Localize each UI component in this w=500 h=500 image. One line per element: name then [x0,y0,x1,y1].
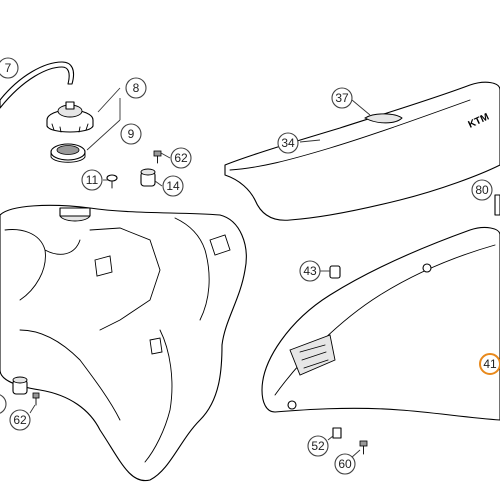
screw-small [106,174,118,189]
callout-41[interactable]: 41 [479,353,500,375]
washer [332,427,342,439]
callout-34-label: 34 [281,136,295,150]
callout-37[interactable]: 37 [331,87,353,109]
cap-gasket [50,143,86,163]
callout-80[interactable]: 80 [471,179,493,201]
callout-41-label: 41 [483,357,497,371]
callout-62-upper-label: 62 [174,151,188,165]
callout-43-label: 43 [303,264,317,278]
rear-bracket [494,194,500,216]
panel-bushing [329,265,341,279]
callout-62-upper[interactable]: 62 [170,147,192,169]
fuel-cap [46,101,94,133]
callout-60[interactable]: 60 [334,453,356,475]
callout-8-label: 8 [133,81,140,95]
callout-80-label: 80 [475,183,489,197]
screw-60 [359,440,368,455]
side-panel [261,226,500,421]
callout-43[interactable]: 43 [299,260,321,282]
callout-62-lower-label: 62 [13,413,27,427]
seat: KTM [224,81,500,221]
callout-8[interactable]: 8 [125,77,147,99]
callout-62-lower[interactable]: 62 [9,409,31,431]
callout-37-label: 37 [335,91,349,105]
leader-lines [29,87,371,459]
callout-0[interactable]: 0 [0,394,7,414]
callout-9-label: 9 [128,127,135,141]
tank-bushing [12,376,28,395]
callout-14-label: 14 [166,179,180,193]
rubber-bushing [140,168,156,187]
fuel-tank [0,204,247,482]
callout-11[interactable]: 11 [81,169,103,191]
callout-60-label: 60 [338,457,352,471]
callout-7-label: 7 [5,61,12,75]
callout-34[interactable]: 34 [277,132,299,154]
screw-lower [32,392,40,406]
callout-11-label: 11 [86,173,99,187]
screw-upper [153,150,162,164]
breather-hose [0,61,75,109]
callout-7[interactable]: 7 [0,57,19,79]
callout-52-label: 52 [311,439,325,453]
callout-9[interactable]: 9 [120,123,142,145]
callout-14[interactable]: 14 [162,175,184,197]
callout-52[interactable]: 52 [307,435,329,457]
